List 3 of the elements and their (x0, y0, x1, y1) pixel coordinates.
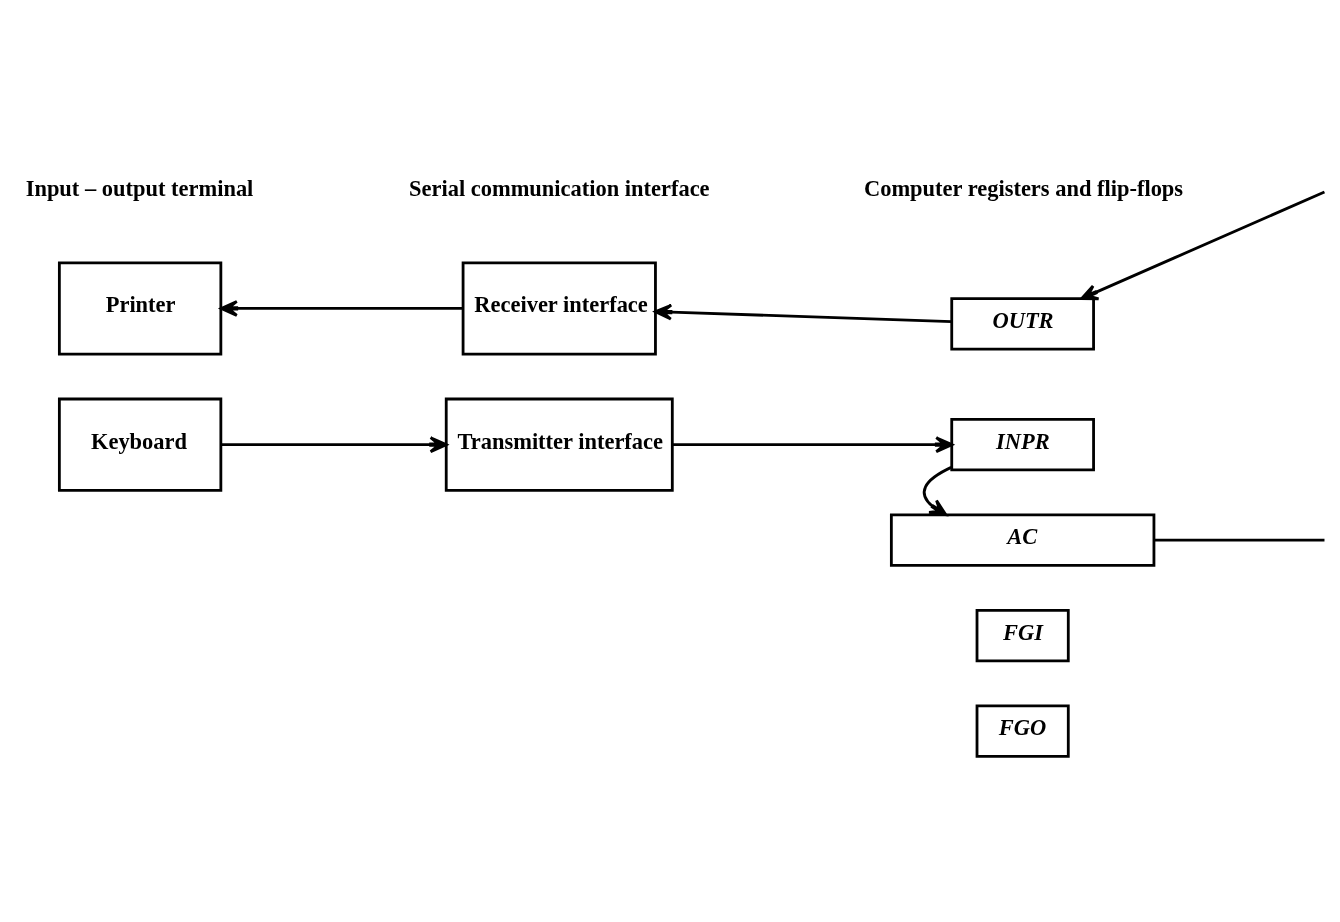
label: Input – output terminal (25, 175, 254, 201)
label: Serial communication interface (409, 175, 710, 201)
label: Computer registers and flip-flops (863, 175, 1184, 201)
